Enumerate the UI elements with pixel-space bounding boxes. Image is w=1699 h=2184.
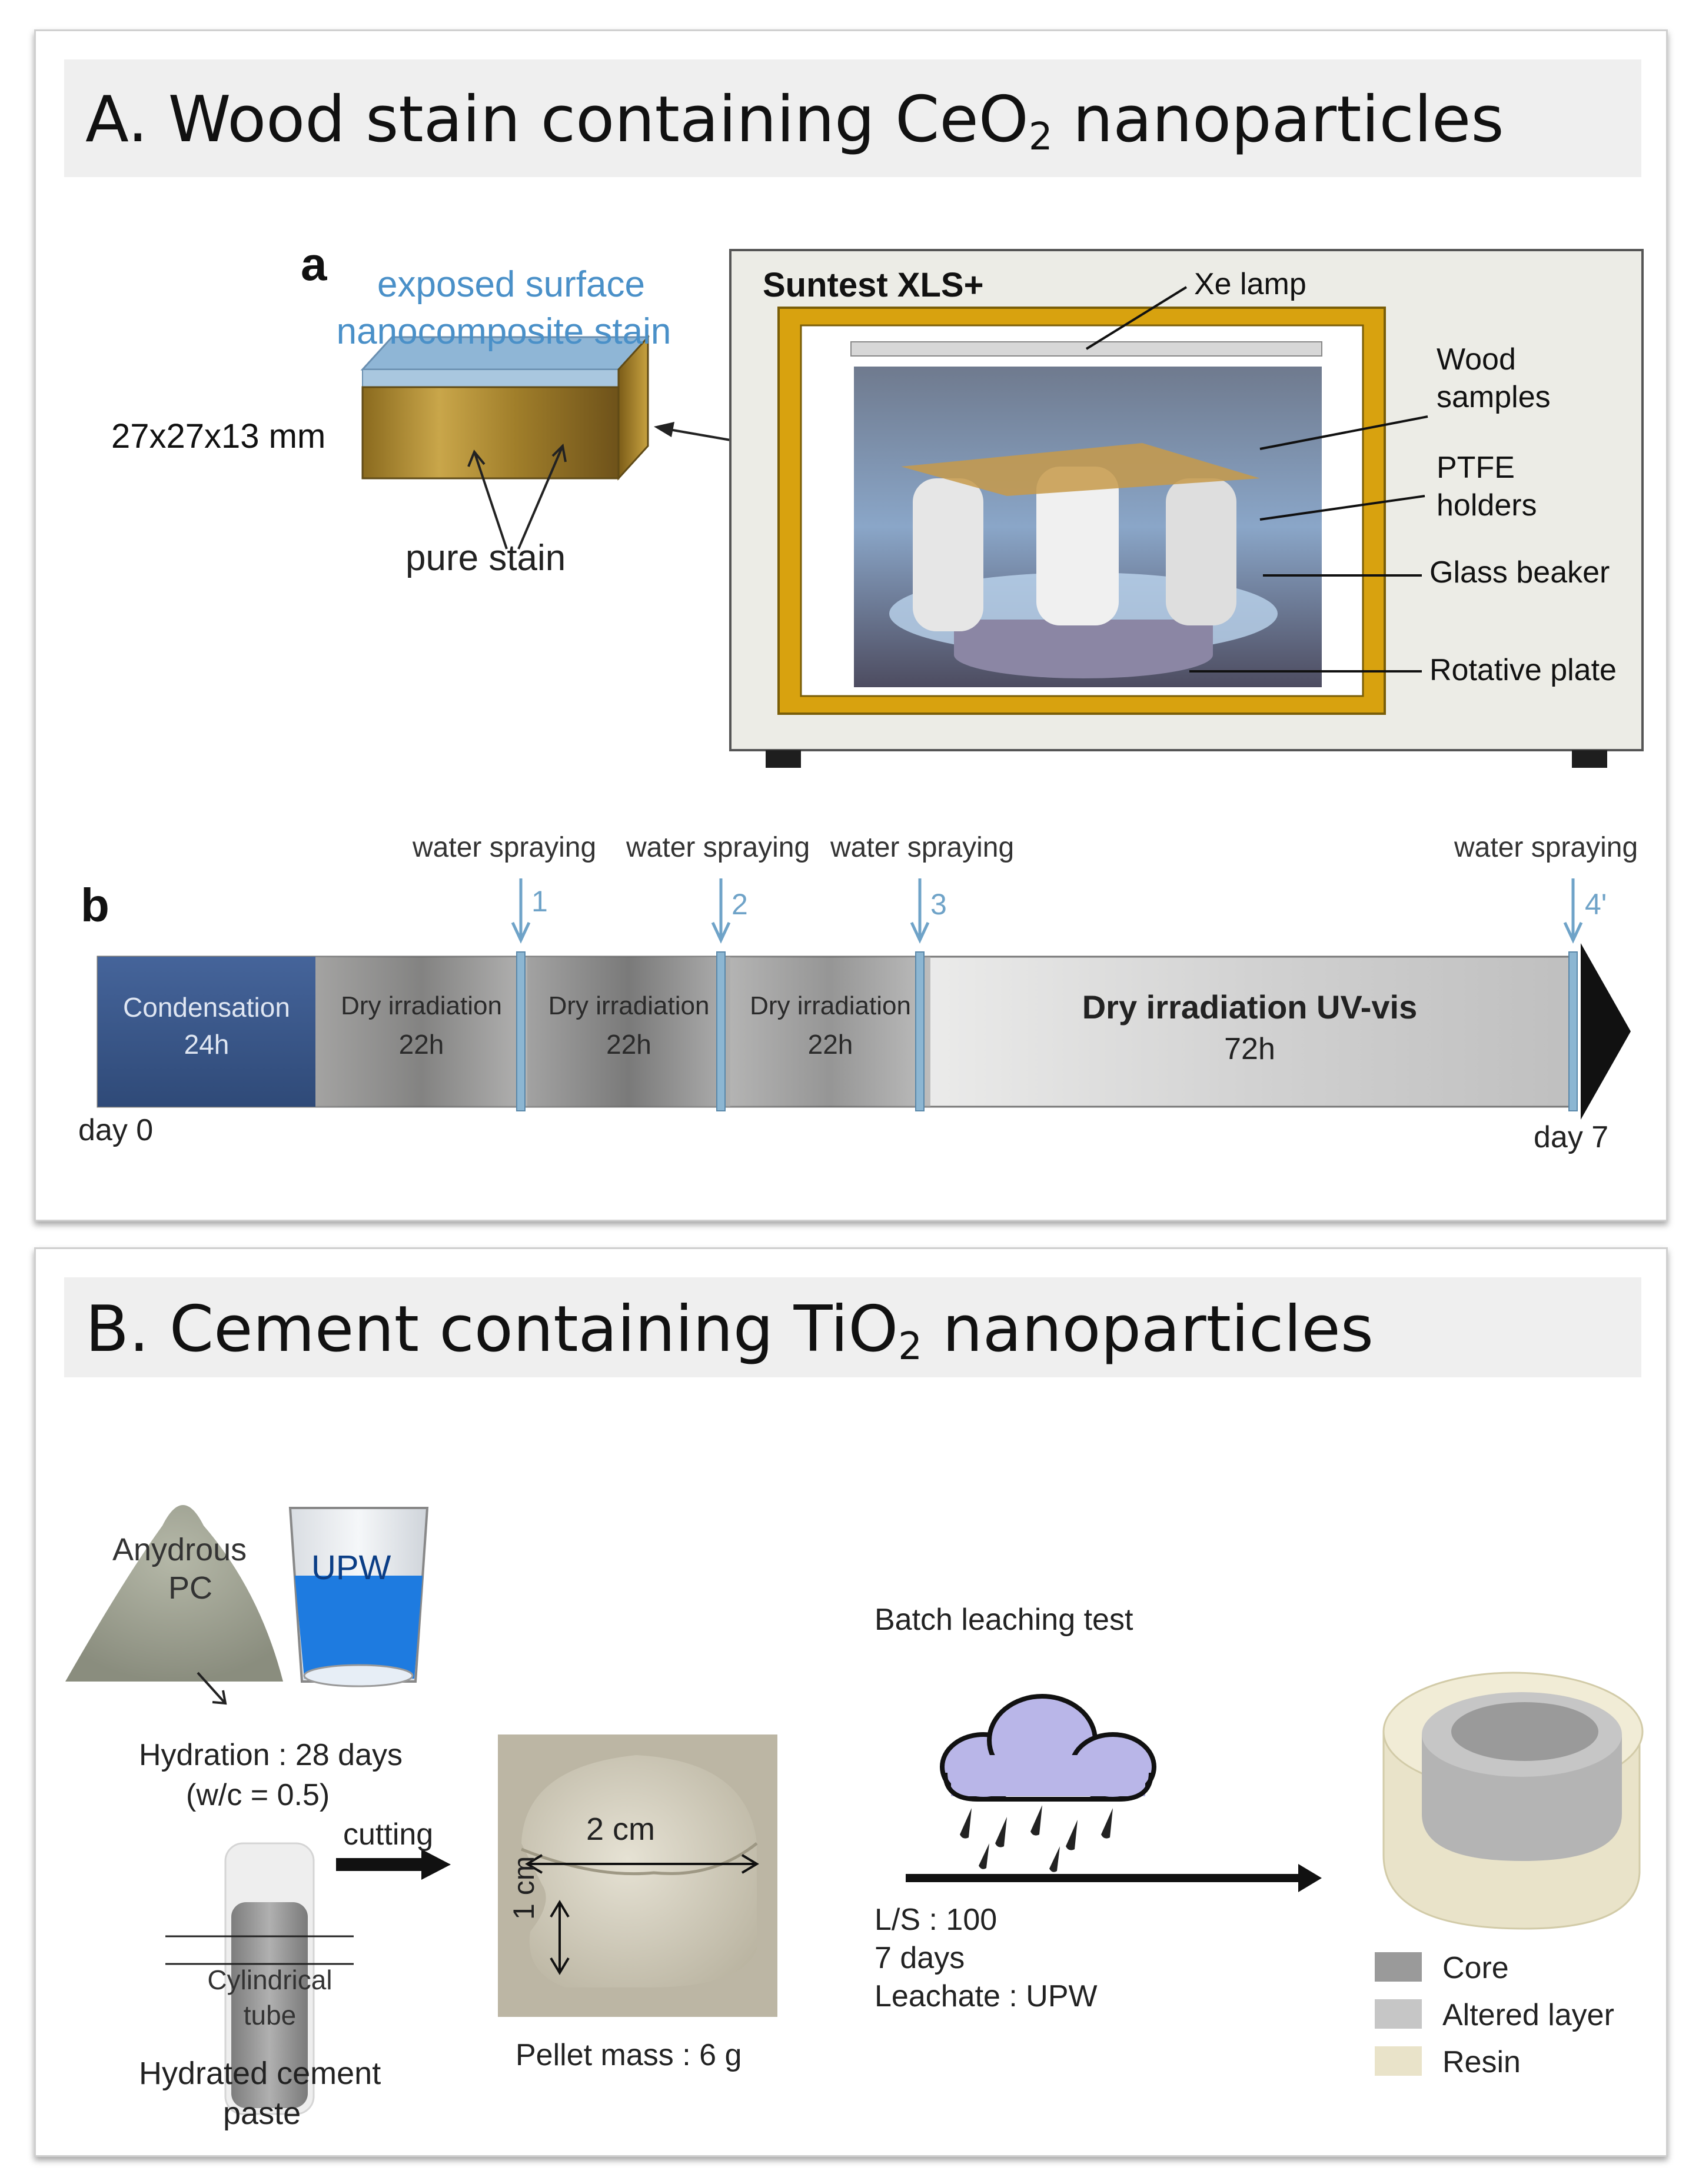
cutting-label: cutting bbox=[343, 1817, 434, 1852]
tube-label-2: tube bbox=[243, 2000, 297, 2030]
panel-b-header: B. Cement containing TiO2 nanoparticles bbox=[64, 1277, 1641, 1377]
sub-label-a: a bbox=[301, 238, 327, 290]
timeline-arrowhead bbox=[1581, 943, 1631, 1120]
pellet-photo bbox=[498, 1734, 777, 2017]
legend-swatch-core bbox=[1375, 1952, 1422, 1982]
panel-a: A. Wood stain containing CeO2 nanopartic… bbox=[34, 29, 1668, 1221]
spray-marker-1 bbox=[516, 951, 526, 1111]
ptfe-label-1: PTFE bbox=[1437, 451, 1515, 485]
nanocomposite-stain-label: nanocomposite stain bbox=[336, 311, 671, 352]
panel-a-graphics bbox=[97, 249, 1644, 1120]
upw-label: UPW bbox=[311, 1549, 391, 1587]
wood-front-face bbox=[361, 386, 620, 480]
hydrated-paste-label-1: Hydrated cement bbox=[139, 2056, 381, 2091]
chamber-foot-left bbox=[766, 750, 801, 768]
spray-label-1: water spraying bbox=[413, 832, 597, 863]
stage-2-duration: 22h bbox=[398, 1029, 444, 1060]
block-dimensions: 27x27x13 mm bbox=[111, 417, 326, 455]
glass-beaker-label: Glass beaker bbox=[1429, 555, 1610, 590]
chamber-foot-right bbox=[1572, 750, 1607, 768]
anhydrous-label-2: PC bbox=[168, 1570, 213, 1606]
chamber-name: Suntest XLS+ bbox=[763, 266, 984, 304]
wc-ratio-label: (w/c = 0.5) bbox=[186, 1778, 330, 1812]
pure-stain-arrows bbox=[467, 443, 567, 550]
leaching-arrow bbox=[906, 1864, 1322, 1892]
chamber-callout-lines bbox=[1085, 286, 1428, 672]
legend-swatch-resin bbox=[1375, 2046, 1422, 2076]
spray-label-3: water spraying bbox=[830, 832, 1015, 863]
stage-dry-2 bbox=[527, 957, 730, 1107]
pellet-dimension-arrows bbox=[525, 1854, 759, 1975]
spray-number-1: 1 bbox=[531, 885, 548, 918]
cement-powder-pile bbox=[65, 1505, 283, 1682]
batch-test-label: Batch leaching test bbox=[875, 1603, 1133, 1637]
spray-number-3: 3 bbox=[930, 888, 947, 921]
wood-side-face bbox=[617, 335, 649, 481]
stage-4-duration: 22h bbox=[807, 1029, 853, 1060]
stage-dry-3 bbox=[730, 957, 930, 1107]
legend-label-core: Core bbox=[1442, 1951, 1509, 1985]
stage-1-duration: 24h bbox=[184, 1029, 230, 1060]
pellet-mass-label: Pellet mass : 6 g bbox=[516, 2038, 742, 2072]
wood-sample-block bbox=[360, 335, 650, 481]
spray-marker-3 bbox=[915, 951, 925, 1111]
water-fill bbox=[295, 1576, 423, 1679]
legend-swatch-altered-layer bbox=[1375, 1999, 1422, 2029]
hydration-label: Hydration : 28 days bbox=[139, 1738, 403, 1772]
spray-marker-4 bbox=[1568, 951, 1578, 1111]
stage-2-name: Dry irradiation bbox=[341, 991, 502, 1020]
wood-samples-label-1: Wood bbox=[1437, 342, 1516, 377]
panel-b: B. Cement containing TiO2 nanoparticles bbox=[34, 1247, 1668, 2157]
stage-5-duration: 72h bbox=[1224, 1032, 1275, 1066]
stage-3-name: Dry irradiation bbox=[548, 991, 710, 1020]
stage-3-duration: 22h bbox=[606, 1029, 651, 1060]
hydrated-paste-label-2: paste bbox=[223, 2096, 301, 2131]
wood-samples-label-2: samples bbox=[1437, 380, 1551, 414]
cutting-arrow bbox=[336, 1849, 451, 1880]
timeline-start-label: day 0 bbox=[78, 1113, 154, 1147]
timeline-end-label: day 7 bbox=[1534, 1120, 1609, 1154]
spray-label-4: water spraying bbox=[1454, 832, 1638, 863]
stage-condensation bbox=[98, 957, 315, 1107]
panel-b-graphics bbox=[65, 1505, 1644, 2115]
exposed-surface-label: exposed surface bbox=[377, 264, 645, 305]
stage-4-name: Dry irradiation bbox=[750, 991, 911, 1020]
stage-dry-1 bbox=[315, 957, 527, 1107]
legend-label-altered-layer: Altered layer bbox=[1442, 1998, 1614, 2032]
spray-label-2: water spraying bbox=[626, 832, 810, 863]
spray-marker-2 bbox=[716, 951, 726, 1111]
ls-ratio-label: L/S : 100 bbox=[875, 1903, 998, 1937]
cylindrical-tube bbox=[165, 1842, 354, 2115]
spray-number-2: 2 bbox=[732, 888, 748, 921]
tube-label-1: Cylindrical bbox=[207, 1965, 333, 1995]
pellet-diameter-label: 2 cm bbox=[586, 1812, 656, 1847]
pellet-cross-section bbox=[1382, 1672, 1644, 1930]
duration-label: 7 days bbox=[875, 1941, 965, 1975]
stage-1-name: Condensation bbox=[123, 992, 290, 1023]
rotative-plate-label: Rotative plate bbox=[1429, 653, 1617, 687]
upw-water-glass bbox=[288, 1507, 429, 1687]
panel-a-header: A. Wood stain containing CeO2 nanopartic… bbox=[64, 59, 1641, 177]
pellet-height-label: 1 cm bbox=[507, 1856, 540, 1920]
timeline bbox=[97, 878, 1631, 1120]
stage-5-name: Dry irradiation UV-vis bbox=[1082, 988, 1418, 1026]
anhydrous-label-1: Anydrous bbox=[112, 1532, 247, 1567]
leachate-label: Leachate : UPW bbox=[875, 1979, 1098, 2013]
sub-label-b: b bbox=[81, 879, 109, 931]
xe-lamp-label: Xe lamp bbox=[1194, 267, 1306, 301]
suntest-chamber bbox=[729, 249, 1644, 768]
panel-a-title: A. Wood stain containing CeO2 nanopartic… bbox=[85, 83, 1504, 159]
panel-b-title: B. Cement containing TiO2 nanoparticles bbox=[85, 1293, 1374, 1369]
ptfe-label-2: holders bbox=[1437, 488, 1537, 522]
spray-number-4: 4' bbox=[1585, 888, 1607, 921]
rain-cloud-icon bbox=[940, 1694, 1156, 1872]
legend-label-resin: Resin bbox=[1442, 2045, 1521, 2079]
pure-stain-label: pure stain bbox=[405, 538, 566, 578]
